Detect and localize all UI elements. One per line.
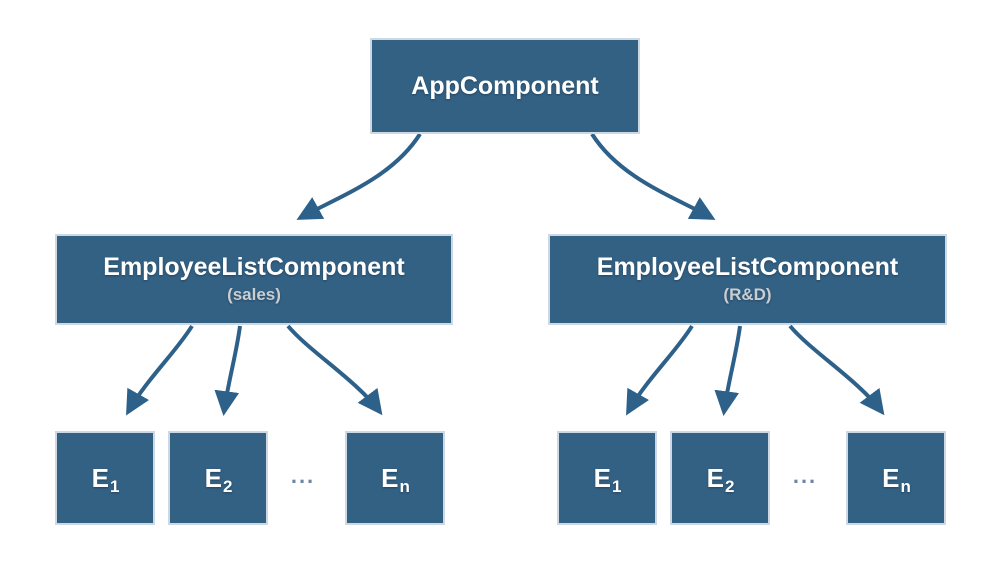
ellipsis-left: ... xyxy=(290,463,316,488)
edge-app-to-sales xyxy=(296,132,422,220)
employee-base-letter: E xyxy=(882,462,900,493)
employee-index: 2 xyxy=(724,476,735,496)
employee-base-letter: E xyxy=(91,462,109,493)
edge-rnd-to-e2 xyxy=(714,325,742,416)
employee-base-letter: E xyxy=(381,462,399,493)
edge-rnd-to-e1 xyxy=(626,324,694,416)
edge-sales-to-en xyxy=(286,324,383,416)
employee-index: 1 xyxy=(611,476,622,496)
node-employee-list-sales[interactable]: EmployeeListComponent (sales) xyxy=(55,234,453,325)
employee-index: n xyxy=(900,476,911,496)
employee-index: 2 xyxy=(222,476,233,496)
employee-base-letter: E xyxy=(593,462,611,493)
employee-index: 1 xyxy=(109,476,120,496)
node-employee-list-sales-sublabel: (sales) xyxy=(227,285,281,305)
node-employee-list-sales-label: EmployeeListComponent xyxy=(103,253,405,282)
employee-base-letter: E xyxy=(706,462,724,493)
node-employee-list-rnd-label: EmployeeListComponent xyxy=(596,253,899,282)
ellipsis-right: ... xyxy=(792,463,818,488)
edge-app-to-rnd xyxy=(590,132,716,220)
edge-sales-to-e2 xyxy=(214,325,242,416)
edge-rnd-to-en xyxy=(788,324,885,416)
node-employee-list-rnd[interactable]: EmployeeListComponent (R&D) xyxy=(548,234,947,325)
node-employee-list-rnd-sublabel: (R&D) xyxy=(723,285,772,305)
employee-index: n xyxy=(399,476,410,496)
node-app-component[interactable]: AppComponent xyxy=(370,38,640,134)
edge-sales-to-e1 xyxy=(126,324,194,416)
employee-base-letter: E xyxy=(204,462,222,493)
node-app-component-label: AppComponent xyxy=(411,71,599,100)
